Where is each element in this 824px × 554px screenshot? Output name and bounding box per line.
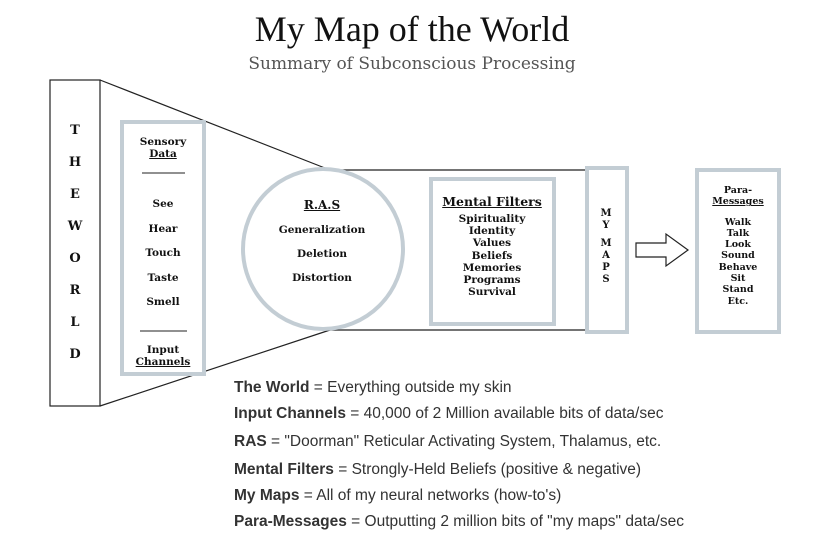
mental-filter-item: Identity (468, 225, 516, 238)
legend-definition: = "Doorman" Reticular Activating System,… (266, 433, 662, 450)
diagram-subtitle: Summary of Subconscious Processing (248, 54, 576, 74)
legend-term: Input Channels (234, 405, 346, 422)
world-letter: W (67, 219, 83, 234)
para-message-item: Sound (721, 250, 755, 262)
ras-title: R.A.S (303, 198, 341, 212)
sensory-item: Hear (148, 222, 178, 235)
my-maps-letter: Y (602, 220, 610, 231)
legend-term: The World (234, 379, 310, 396)
funnel-bottom-line (99, 329, 331, 407)
legend-term: Para-Messages (234, 513, 347, 530)
sensory-footer-line2: Channels (135, 356, 191, 368)
world-letter: L (70, 315, 80, 330)
para-messages-title-line1: Para- (723, 185, 753, 196)
sensory-box (120, 120, 206, 376)
legend-row: Mental Filters = Strongly-Held Beliefs (… (234, 461, 641, 479)
sensory-items: See Hear Touch Taste Smell (122, 198, 204, 321)
legend-term: Mental Filters (234, 461, 334, 478)
mental-filters-panel: Mental Filters Spirituality Identity Val… (432, 194, 552, 298)
mental-filter-item: Beliefs (471, 249, 513, 262)
legend-definition: = Strongly-Held Beliefs (positive & nega… (333, 461, 642, 478)
ras-item: Distortion (292, 272, 352, 284)
legend-term: RAS (234, 433, 267, 450)
my-maps-label: M Y M A P S (587, 208, 625, 286)
output-arrow (635, 232, 690, 268)
ras-panel: R.A.S Generalization Deletion Distortion (258, 198, 386, 296)
sensory-item: Smell (146, 296, 180, 308)
mental-filter-item: Survival (468, 286, 516, 299)
para-messages-panel: Para- Messages Walk Talk Look Sound Beha… (698, 185, 778, 307)
para-message-item: Look (725, 239, 751, 251)
legend-row: RAS = "Doorman" Reticular Activating Sys… (234, 433, 661, 451)
sensory-item: Touch (145, 247, 181, 259)
mental-filter-item: Memories (462, 261, 522, 274)
sensory-panel: Sensory Data See Hear Touch Taste Smell … (122, 122, 204, 374)
mental-filter-item: Values (472, 237, 512, 250)
para-message-item: Stand (722, 284, 754, 296)
world-letter: T (70, 123, 80, 138)
para-message-item: Behave (718, 261, 758, 273)
my-maps-letter: M (600, 208, 612, 219)
sensory-footer-line1: Input (146, 344, 180, 356)
my-maps-letter: S (602, 274, 610, 285)
para-messages-box (695, 168, 781, 334)
world-box (49, 79, 101, 407)
sensory-item: Taste (147, 271, 179, 284)
legend-definition: = Outputting 2 million bits of "my maps"… (346, 513, 684, 530)
world-letter: H (68, 155, 82, 170)
legend-definition: = 40,000 of 2 Million available bits of … (345, 405, 664, 422)
legend-row: The World = Everything outside my skin (234, 379, 512, 397)
sensory-header: Sensory Data (122, 136, 204, 160)
ras-circle (241, 167, 405, 331)
sensory-header-line1: Sensory (139, 136, 187, 148)
diagram-title: My Map of the World (254, 9, 570, 49)
world-letter: R (69, 283, 81, 298)
mental-filter-item: Spirituality (458, 213, 526, 225)
ras-item: Deletion (297, 248, 347, 260)
para-message-item: Sit (730, 273, 746, 285)
para-message-item: Walk (724, 216, 752, 228)
sensory-item: See (152, 198, 174, 210)
mental-filters-title: Mental Filters (442, 194, 542, 209)
mental-filters-box (429, 177, 556, 326)
world-label: T H E W O R L D (50, 80, 100, 406)
my-maps-letter: M (600, 238, 612, 249)
my-maps-letter: P (602, 262, 610, 273)
para-message-item: Talk (726, 227, 750, 239)
legend-definition: = All of my neural networks (how-to's) (299, 487, 562, 504)
sensory-header-line2: Data (149, 148, 177, 160)
legend-definition: = Everything outside my skin (309, 379, 512, 396)
legend-term: My Maps (234, 487, 300, 504)
world-letter: D (69, 347, 81, 362)
world-letter: E (70, 187, 80, 202)
my-maps-box (585, 166, 629, 334)
para-message-item: Etc. (727, 295, 749, 307)
funnel-top-line (99, 79, 331, 171)
ras-item: Generalization (278, 224, 366, 236)
sensory-footer: Input Channels (122, 344, 204, 368)
mental-filter-item: Programs (463, 274, 521, 287)
legend-row: Input Channels = 40,000 of 2 Million ava… (234, 405, 663, 423)
world-letter: O (69, 251, 81, 266)
para-messages-title-line2: Messages (712, 196, 764, 208)
legend-row: My Maps = All of my neural networks (how… (234, 487, 561, 505)
my-maps-letter: A (602, 250, 610, 261)
legend-row: Para-Messages = Outputting 2 million bit… (234, 513, 684, 531)
